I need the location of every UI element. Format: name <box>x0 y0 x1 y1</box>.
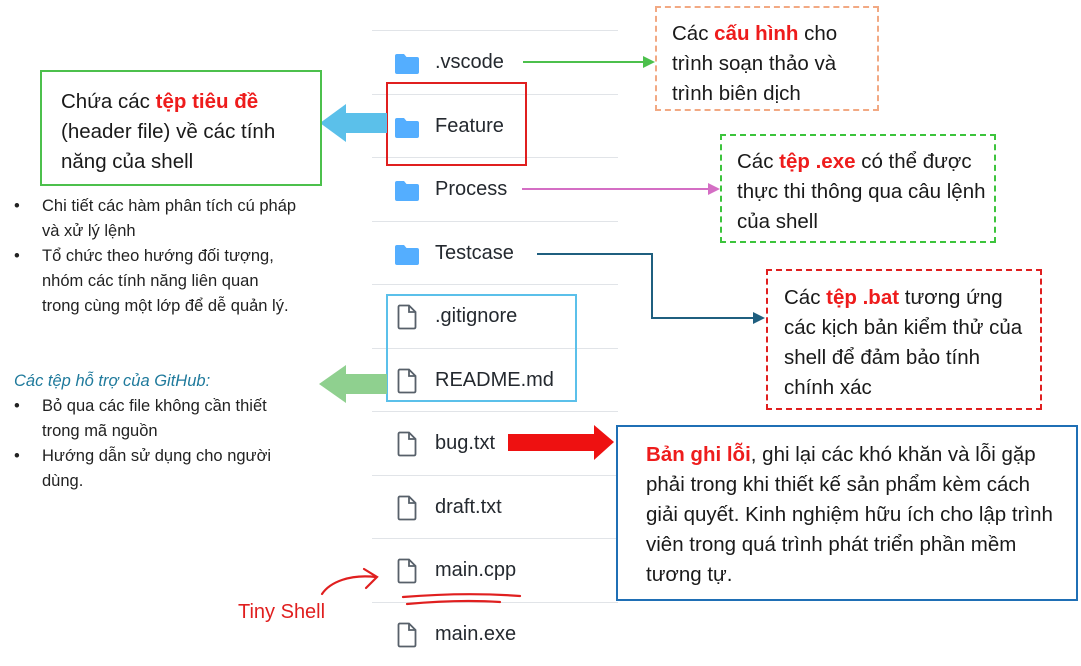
feature-bullets: • Chi tiết các hàm phân tích cú pháp và … <box>14 194 314 344</box>
file-row[interactable]: bug.txt <box>372 411 618 475</box>
file-row[interactable]: draft.txt <box>372 474 618 539</box>
file-row[interactable]: .vscode <box>372 30 618 94</box>
vscode-arrow <box>523 56 655 68</box>
file-name: draft.txt <box>435 495 502 518</box>
vscode-note-pre: Các <box>672 22 715 45</box>
folder-icon <box>394 244 420 268</box>
file-icon <box>396 558 422 584</box>
github-arrow <box>319 365 387 403</box>
github-note-title: Các tệp hỗ trợ của GitHub: <box>14 372 211 390</box>
file-icon <box>396 622 422 647</box>
process-note-box: Các tệp .exe có thể được thực thi thông … <box>720 134 996 243</box>
folder-icon <box>394 53 420 77</box>
file-row[interactable]: .gitignore <box>372 284 618 348</box>
file-row[interactable]: main.cpp <box>372 538 618 602</box>
file-row[interactable]: Testcase <box>372 220 618 285</box>
file-row[interactable]: README.md <box>372 347 618 412</box>
bug-note-highlight: Bản ghi lỗi <box>646 443 751 466</box>
feature-note-highlight: tệp tiêu đề <box>155 90 259 113</box>
feature-note-pre: Chứa các <box>61 90 156 113</box>
bullet-dot: • <box>14 247 20 265</box>
file-icon <box>396 368 422 393</box>
process-note-highlight: tệp .exe <box>779 150 856 173</box>
github-bullet-1: Bỏ qua các file không cần thiết trong mã… <box>42 397 267 440</box>
file-icon <box>396 495 422 520</box>
github-bullet-2: Hướng dẫn sử dụng cho người dùng. <box>42 447 272 490</box>
main-hand-arrow <box>320 567 522 606</box>
testcase-arrow <box>537 253 765 324</box>
feature-arrow <box>320 104 387 142</box>
file-name: Feature <box>435 114 504 137</box>
bug-note-post: , ghi lại các khó khăn và lỗi gặp phải t… <box>646 443 1053 586</box>
github-files-highlight-box <box>386 294 577 402</box>
file-icon <box>396 431 422 457</box>
process-arrow <box>522 183 720 195</box>
feature-bullet-2: Tổ chức theo hướng đối tượng, nhóm các t… <box>42 247 289 315</box>
main-cpp-label: Tiny Shell <box>238 601 326 623</box>
github-note: Các tệp hỗ trợ của GitHub: • Bỏ qua các … <box>14 369 314 499</box>
process-note-post: có thể được thực thi thông qua câu lệnh … <box>737 150 986 233</box>
vscode-note-highlight: cấu hình <box>714 22 799 45</box>
process-note-pre: Các <box>737 150 780 173</box>
file-name: main.exe <box>435 622 517 645</box>
vscode-note-box: Các cấu hình cho trình soạn thảo và trìn… <box>655 6 879 111</box>
folder-icon <box>394 180 420 204</box>
feature-bullet-1: Chi tiết các hàm phân tích cú pháp và xử… <box>42 197 297 240</box>
file-name: main.cpp <box>435 559 517 581</box>
testcase-note-pre: Các <box>784 286 827 309</box>
file-name: README.md <box>435 368 554 391</box>
testcase-note-box: Các tệp .bat tương ứng các kịch bản kiểm… <box>766 269 1042 410</box>
bullet-dot: • <box>14 397 20 415</box>
testcase-note-post: tương ứng các kịch bản kiểm thử của shel… <box>784 286 1023 399</box>
feature-note-post: (header file) về các tính năng của shell <box>61 120 276 173</box>
testcase-note-highlight: tệp .bat <box>826 286 900 309</box>
bug-note-box: Bản ghi lỗi, ghi lại các khó khăn và lỗi… <box>616 425 1078 601</box>
bullet-dot: • <box>14 447 20 465</box>
file-name: .gitignore <box>435 305 518 327</box>
vscode-note-post: cho trình soạn thảo và trình biên dịch <box>672 22 838 105</box>
file-name: bug.txt <box>435 432 496 454</box>
file-name: Process <box>435 178 508 200</box>
bug-arrow <box>508 425 614 460</box>
bullet-dot: • <box>14 197 20 215</box>
file-row[interactable]: Process <box>372 157 618 221</box>
file-row[interactable]: Feature <box>372 93 618 158</box>
file-name: Testcase <box>435 241 514 264</box>
folder-icon <box>394 117 420 141</box>
feature-note-box: Chứa các tệp tiêu đề (header file) về cá… <box>40 70 322 186</box>
file-name: .vscode <box>435 51 504 73</box>
file-icon <box>396 304 422 330</box>
